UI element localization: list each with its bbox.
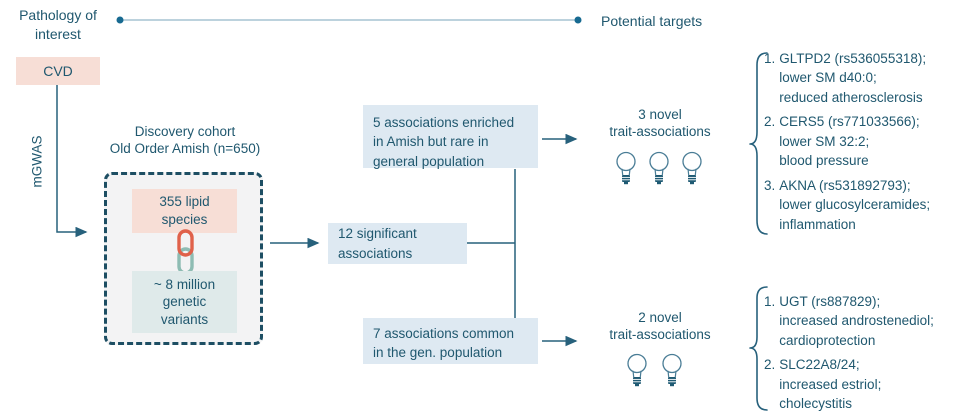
lightbulb-icon: [662, 353, 682, 387]
bulb-row-top: [615, 151, 703, 185]
curly-brace-icon: [749, 52, 768, 235]
lightbulb-icon: [649, 151, 669, 185]
cvd-box: CVD: [16, 57, 100, 85]
list-item: 3. AKNA (rs531892793); lower glucosylcer…: [764, 176, 978, 234]
list-item-text: CERS5 (rs771033566); lower SM 32:2; bloo…: [779, 114, 920, 169]
common-associations-box: 7 associations common in the gen. popula…: [363, 318, 538, 364]
discovery-cohort-title: Discovery cohort Old Order Amish (n=650): [109, 124, 261, 156]
list-item-number: 3.: [764, 177, 776, 193]
pathology-of-interest-label: Pathology of interest: [19, 7, 97, 42]
list-item: 1. GLTPD2 (rs536055318); lower SM d40:0;…: [764, 49, 978, 107]
list-item-text: UGT (rs887829); increased androstenediol…: [779, 294, 934, 348]
significant-associations-box: 12 significant associations: [328, 223, 467, 264]
list-item-number: 2.: [764, 357, 776, 373]
list-item-text: SLC22A8/24; increased estriol; cholecyst…: [779, 357, 882, 412]
list-item: 1. UGT (rs887829); increased androstened…: [764, 292, 978, 350]
bulb-row-bottom: [626, 353, 683, 387]
curly-brace-icon: [749, 286, 768, 411]
novel-bottom-label: 2 novel trait-associations: [609, 310, 711, 343]
list-item-text: AKNA (rs531892793); lower glucosylcerami…: [779, 177, 931, 232]
targets-list-bottom: 1. UGT (rs887829); increased androstened…: [764, 292, 978, 413]
lightbulb-icon: [682, 151, 702, 185]
dot-endpoint-icon: [116, 16, 124, 24]
potential-targets-label: Potential targets: [601, 13, 703, 29]
enriched-associations-box: 5 associations enriched in Amish but rar…: [363, 105, 538, 169]
chain-link-icon: [177, 229, 194, 275]
lightbulb-icon: [627, 353, 647, 387]
mgwas-label: mGWAS: [29, 135, 45, 188]
cvd-to-discovery-arrow: [56, 85, 88, 238]
list-item-text: GLTPD2 (rs536055318); lower SM d40:0; re…: [779, 51, 927, 105]
novel-top-label: 3 novel trait-associations: [609, 107, 711, 140]
list-item-number: 1.: [764, 51, 776, 66]
lightbulb-icon: [616, 151, 636, 185]
list-item: 2. SLC22A8/24; increased estriol; cholec…: [764, 355, 978, 413]
genetic-variants-box: ~ 8 million genetic variants: [132, 271, 237, 333]
dot-endpoint-icon: [574, 16, 582, 24]
list-item: 2. CERS5 (rs771033566); lower SM 32:2; b…: [764, 112, 978, 170]
targets-list-top: 1. GLTPD2 (rs536055318); lower SM d40:0;…: [764, 49, 978, 239]
list-item-number: 1.: [764, 294, 776, 309]
lipid-species-box: 355 lipid species: [132, 189, 237, 233]
list-item-number: 2.: [764, 114, 776, 130]
